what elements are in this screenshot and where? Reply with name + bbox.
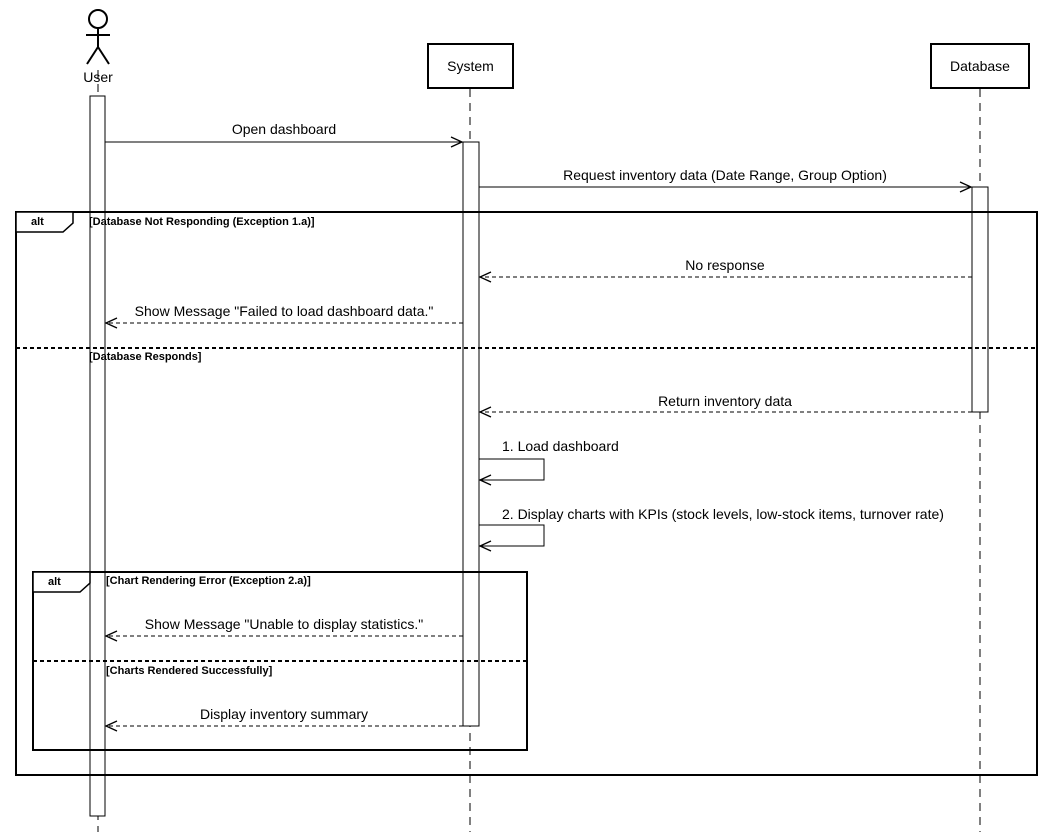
show-unable-message-label: Show Message "Unable to display statisti…	[145, 616, 423, 632]
load-dashboard-label: 1. Load dashboard	[502, 438, 619, 454]
inner-alt-tag-box	[32, 571, 91, 593]
inner-alt-guard-2: [Charts Rendered Successfully]	[106, 665, 273, 677]
outer-alt-guard-2: [Database Responds]	[89, 351, 202, 363]
display-charts-label: 2. Display charts with KPIs (stock level…	[502, 506, 944, 522]
open-dashboard-label: Open dashboard	[232, 121, 336, 137]
request-inventory-label: Request inventory data (Date Range, Grou…	[563, 167, 887, 183]
system-participant-label: System	[447, 58, 494, 74]
database-participant-label: Database	[950, 58, 1010, 74]
inner-alt-operator: alt	[48, 576, 61, 588]
user-actor-icon	[86, 9, 110, 65]
display-charts-self-arrow	[478, 524, 545, 552]
outer-alt-guard-1: [Database Not Responding (Exception 1.a)…	[89, 216, 315, 228]
system-activation-bar	[462, 141, 480, 727]
no-response-label: No response	[685, 257, 765, 273]
show-failed-message-label: Show Message "Failed to load dashboard d…	[135, 303, 434, 319]
system-participant-box	[427, 43, 514, 89]
display-summary-label: Display inventory summary	[200, 706, 368, 722]
database-participant-box	[930, 43, 1030, 89]
load-dashboard-self-arrow	[478, 458, 545, 486]
user-actor-label: User	[83, 69, 113, 85]
inner-alt-fragment: alt [Chart Rendering Error (Exception 2.…	[32, 571, 528, 751]
inner-alt-guard-1: [Chart Rendering Error (Exception 2.a)]	[106, 575, 311, 587]
user-activation-bar	[89, 95, 106, 817]
outer-alt-tag-box	[15, 211, 74, 233]
database-activation-bar	[971, 186, 989, 413]
return-inventory-label: Return inventory data	[658, 393, 792, 409]
outer-alt-fragment: alt [Database Not Responding (Exception …	[15, 211, 1038, 776]
outer-alt-operator: alt	[31, 216, 44, 228]
